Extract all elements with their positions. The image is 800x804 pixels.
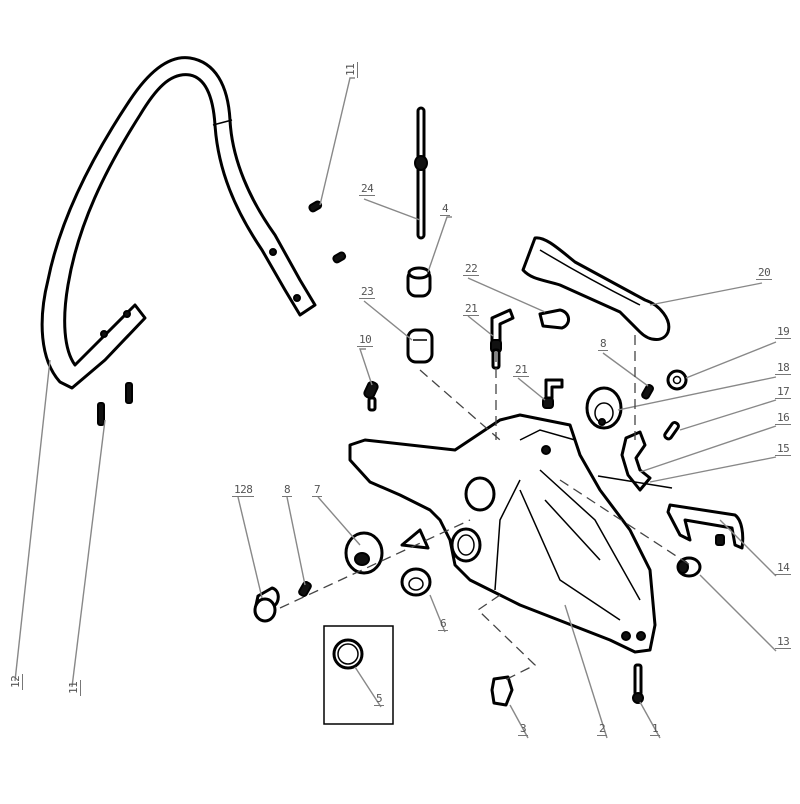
callout-14: 14: [775, 561, 792, 575]
assembly-axes: [279, 335, 691, 681]
callout-8-right: 8: [598, 337, 609, 351]
callout-128: 128: [232, 483, 255, 497]
rear-handle: [521, 236, 671, 341]
callout-22: 22: [463, 262, 480, 276]
callout-5: 5: [374, 692, 385, 706]
callout-21-lower: 21: [513, 363, 530, 377]
callout-16: 16: [775, 411, 792, 425]
seal-ring-inset: [323, 625, 394, 725]
oil-pipe: [414, 106, 428, 240]
throttle-guard: [666, 503, 745, 578]
callout-23: 23: [359, 285, 376, 299]
callout-2: 2: [597, 722, 608, 736]
callout-11-top: 11: [344, 61, 358, 78]
callout-17: 17: [775, 385, 792, 399]
callout-20: 20: [756, 266, 773, 280]
crankcase-bolt: [632, 663, 644, 704]
callout-21-upper: 21: [463, 302, 480, 316]
leader-lines: [14, 77, 777, 739]
callout-11-bottom: 11: [67, 679, 81, 696]
callout-3: 3: [518, 722, 529, 736]
front-handle-bar: [40, 56, 317, 390]
small-parts-right: [585, 369, 688, 492]
callout-8-left: 8: [282, 483, 293, 497]
callout-1: 1: [650, 722, 661, 736]
grommets: [406, 266, 434, 364]
callout-18: 18: [775, 361, 792, 375]
callout-15: 15: [775, 442, 792, 456]
callout-13: 13: [775, 635, 792, 649]
callout-19: 19: [775, 325, 792, 339]
switch: [490, 675, 514, 707]
callout-10: 10: [357, 333, 374, 347]
callout-6: 6: [438, 617, 449, 631]
tube-fittings: [363, 308, 570, 412]
handle-screws: [97, 200, 347, 426]
callout-7: 7: [312, 483, 323, 497]
callout-12: 12: [9, 673, 23, 690]
callout-24: 24: [359, 182, 376, 196]
callout-4: 4: [440, 202, 451, 216]
crankcase: [348, 413, 657, 654]
left-small-parts: [253, 528, 432, 623]
